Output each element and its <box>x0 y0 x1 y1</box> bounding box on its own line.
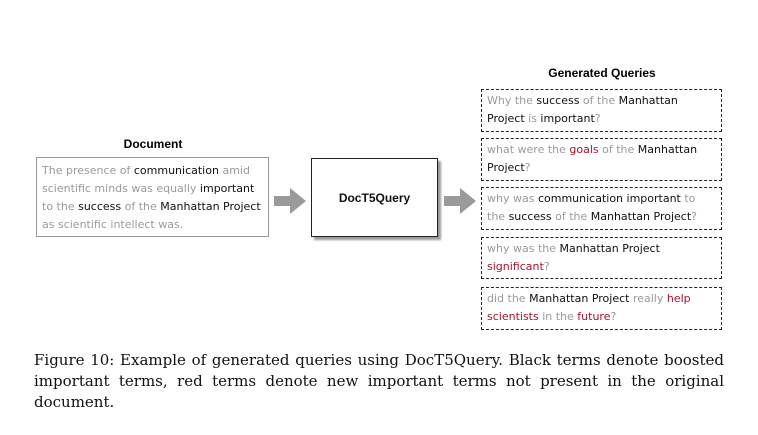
original-term: of the <box>598 143 638 156</box>
original-term: as scientific intellect was. <box>42 218 184 231</box>
document-heading: Document <box>123 137 183 151</box>
query-box: what were the goals of the Manhattan Pro… <box>481 138 722 181</box>
original-term: ? <box>610 310 617 323</box>
boosted-term: success <box>78 200 122 213</box>
boosted-term: Manhattan Project <box>487 143 698 174</box>
original-term: what were the <box>487 143 570 156</box>
original-term: why was the <box>487 242 560 255</box>
boosted-term: success <box>508 210 552 223</box>
query-box: why was communication important to the s… <box>481 187 722 230</box>
document-box: The presence of communication amid scien… <box>36 157 269 237</box>
original-term: ? <box>543 260 550 273</box>
original-term: Why the <box>487 94 537 107</box>
original-term: amid scientific minds was equally <box>42 164 250 195</box>
queries-heading: Generated Queries <box>548 66 656 80</box>
original-term: is <box>524 112 541 125</box>
arrow-right-icon <box>274 188 306 214</box>
original-term: The presence of <box>42 164 134 177</box>
query-box: did the Manhattan Project really help sc… <box>481 287 722 330</box>
new-term: significant <box>487 260 544 273</box>
query-box: why was the Manhattan Project significan… <box>481 237 722 279</box>
original-term: ? <box>594 112 601 125</box>
boosted-term: important <box>540 112 595 125</box>
figure-caption: Figure 10: Example of generated queries … <box>34 351 724 411</box>
original-term: in the <box>538 310 578 323</box>
new-term: help scientists <box>487 292 691 323</box>
boosted-term: Manhattan Project <box>590 210 692 223</box>
original-term: to the <box>42 200 79 213</box>
original-term: of the <box>551 210 591 223</box>
original-term: did the <box>487 292 530 305</box>
original-term: ? <box>524 161 531 174</box>
boosted-term: Manhattan Project <box>559 242 660 255</box>
original-term: of the <box>121 200 161 213</box>
boosted-term: communication <box>133 164 219 177</box>
model-label: DocT5Query <box>338 190 411 205</box>
boosted-term: important <box>199 182 255 195</box>
new-term: goals <box>569 143 599 156</box>
new-term: future <box>577 310 611 323</box>
boosted-term: communication important <box>537 192 681 205</box>
boosted-term: Manhattan Project <box>529 292 630 305</box>
model-box: DocT5Query <box>311 158 438 237</box>
boosted-term: Manhattan Project <box>487 94 678 125</box>
original-term: really <box>629 292 667 305</box>
original-term: to the <box>487 192 696 223</box>
original-term: of the <box>579 94 619 107</box>
original-term: ? <box>691 210 697 223</box>
query-box: Why the success of the Manhattan Project… <box>481 89 722 132</box>
boosted-term: success <box>536 94 580 107</box>
original-term: why was <box>487 192 538 205</box>
boosted-term: Manhattan Project <box>160 200 261 213</box>
arrow-right-icon <box>444 188 476 214</box>
